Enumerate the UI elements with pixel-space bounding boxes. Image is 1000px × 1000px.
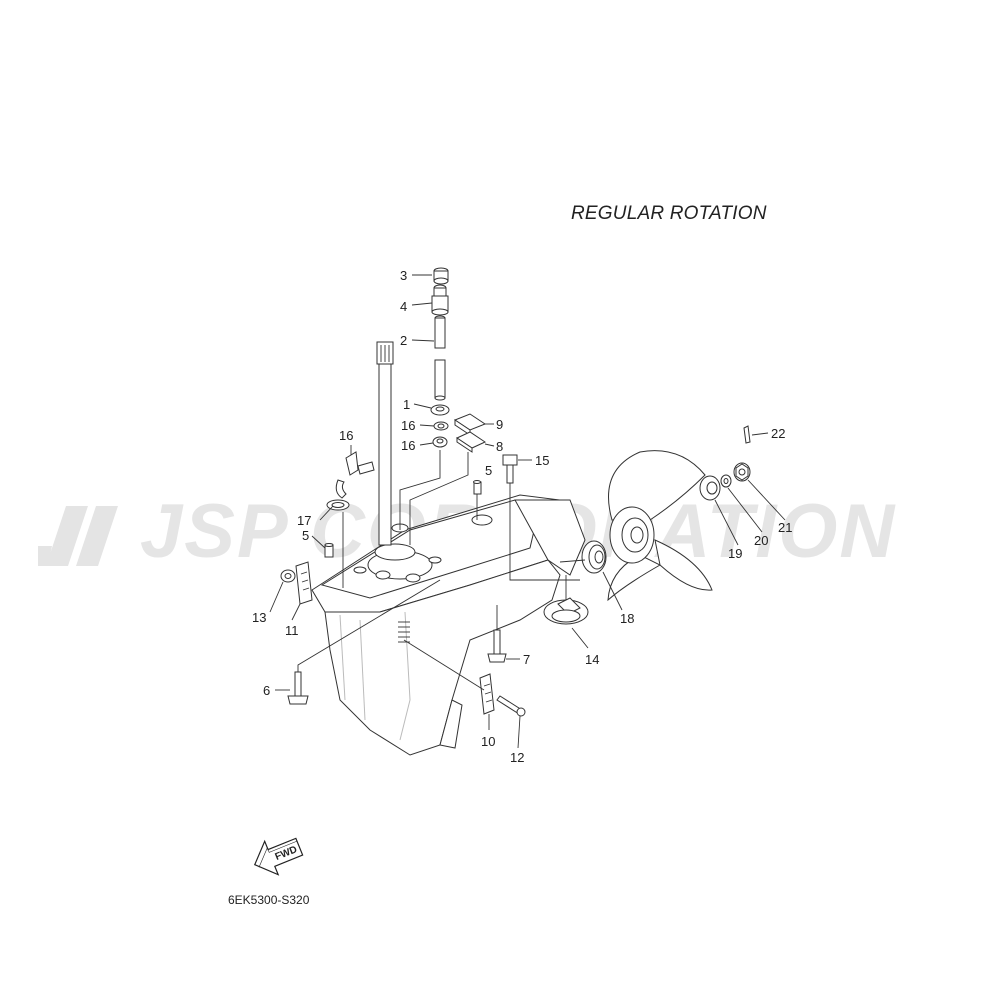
callout-5-left: 5	[302, 528, 309, 543]
callout-3: 3	[400, 268, 407, 283]
part-12-bolt	[496, 695, 526, 717]
callout-10: 10	[481, 734, 495, 749]
part-14-trim-tab	[543, 597, 589, 625]
part-6-bolt	[287, 671, 309, 705]
callout-17: 16	[401, 438, 415, 453]
part-16-clamp-upper	[345, 451, 375, 476]
callout-15: 15	[535, 453, 549, 468]
part-20-spacer	[699, 475, 721, 501]
part-17-washer	[432, 436, 448, 448]
part-5-pin-left	[324, 543, 334, 558]
part-21-washer	[720, 474, 732, 488]
part-16-clamp-lower	[326, 499, 350, 511]
callout-7: 7	[523, 652, 530, 667]
part-1-seal	[430, 404, 450, 416]
part-2-tube	[434, 315, 446, 401]
part-16-hose	[335, 479, 347, 499]
callout-21: 20	[754, 533, 768, 548]
part-8-plate	[455, 431, 487, 453]
part-15-bolt	[502, 454, 518, 484]
callout-4: 4	[400, 299, 407, 314]
fwd-direction-icon: FWD	[253, 837, 304, 876]
part-22-nut	[733, 462, 751, 482]
diagram-title: REGULAR ROTATION	[571, 203, 767, 224]
propeller	[607, 450, 713, 602]
callout-14: 14	[585, 652, 599, 667]
callout-18: 16	[401, 418, 415, 433]
callout-1: 1	[403, 397, 410, 412]
drive-shaft	[376, 341, 394, 546]
callout-8: 8	[496, 439, 503, 454]
part-10-anode	[479, 673, 495, 715]
leader-lines	[269, 274, 786, 749]
gear-case-housing	[311, 494, 586, 756]
part-19-thrust-hub	[581, 540, 607, 574]
callout-23: 22	[771, 426, 785, 441]
part-5-pin-right	[473, 480, 482, 495]
callout-labels: 3 4 2 1 16 16 9 8 15 5 16 17 5 13 11 6 7…	[252, 268, 792, 765]
diagram-code: 6EK5300-S320	[228, 893, 310, 907]
callout-2: 2	[400, 333, 407, 348]
callout-16-lower: 17	[297, 513, 311, 528]
watermark-logo-icon	[38, 506, 118, 566]
part-23-cotter-pin	[743, 425, 751, 444]
part-7-bolt	[487, 629, 507, 663]
callout-9: 9	[496, 417, 503, 432]
callout-20: 19	[728, 546, 742, 561]
callout-22: 21	[778, 520, 792, 535]
callout-19: 18	[620, 611, 634, 626]
callout-12: 12	[510, 750, 524, 765]
callout-16-upper: 16	[339, 428, 353, 443]
callout-11: 11	[285, 623, 299, 638]
callout-6: 6	[263, 683, 270, 698]
part-18-oring	[433, 421, 449, 431]
callout-13: 13	[252, 610, 266, 625]
part-4-bushing	[431, 284, 449, 316]
callout-5-right: 5	[485, 463, 492, 478]
part-13-nut	[280, 569, 296, 583]
part-3-cap	[433, 267, 449, 285]
part-11-cover	[295, 561, 313, 605]
